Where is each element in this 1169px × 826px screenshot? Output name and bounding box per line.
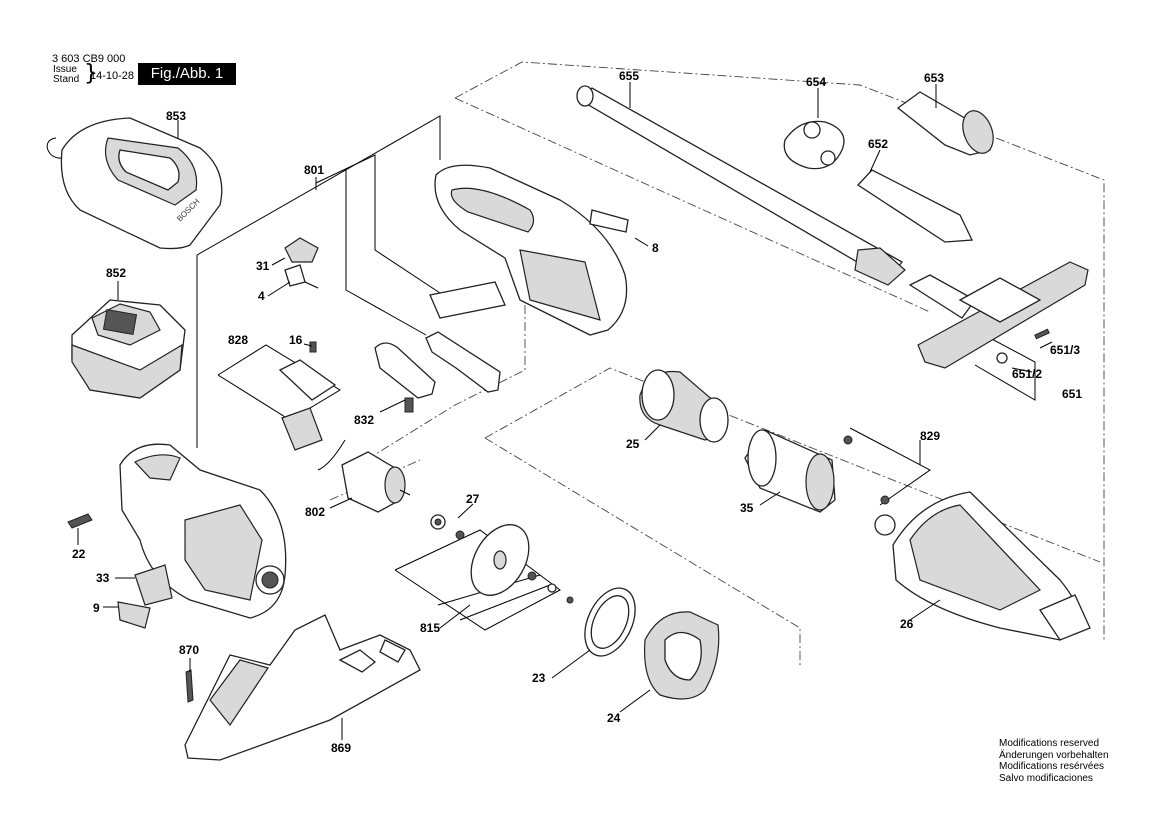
- stand-label: Stand: [53, 74, 80, 85]
- label-4: 4: [258, 289, 265, 303]
- brace-glyph: }: [84, 61, 98, 86]
- label-652: 652: [868, 137, 888, 151]
- stand-869: [184, 614, 421, 761]
- label-829: 829: [920, 429, 940, 443]
- charger-853: BOSCH: [46, 117, 223, 250]
- label-651-3: 651/3: [1050, 343, 1080, 357]
- motor-and-fan: [317, 439, 574, 604]
- footer-line-en: Modifications reserved: [999, 738, 1100, 749]
- part-labels: 853 852 801 31 4 828 16 832 8 655 654 65…: [72, 69, 1082, 755]
- label-655: 655: [619, 69, 639, 83]
- label-33: 33: [96, 571, 110, 585]
- label-651-2: 651/2: [1012, 367, 1042, 381]
- tube-and-nozzles: [576, 85, 1089, 369]
- label-828: 828: [228, 333, 248, 347]
- label-870: 870: [179, 643, 199, 657]
- housing-801: [425, 164, 629, 393]
- small-parts: [278, 237, 436, 451]
- label-24: 24: [607, 711, 621, 725]
- label-832: 832: [354, 413, 374, 427]
- label-9: 9: [93, 601, 100, 615]
- group-brackets: [196, 115, 1036, 631]
- leader-lines: [77, 82, 1053, 740]
- label-651: 651: [1062, 387, 1082, 401]
- label-31: 31: [256, 259, 270, 273]
- label-27: 27: [466, 492, 480, 506]
- handle-housing: [67, 443, 287, 629]
- label-815: 815: [420, 621, 440, 635]
- issue-date: 14-10-28: [90, 70, 135, 82]
- label-801: 801: [304, 163, 324, 177]
- modifications-notice: Modifications reserved Änderungen vorbeh…: [999, 738, 1109, 784]
- footer-line-es: Salvo modificaciones: [999, 772, 1093, 784]
- label-26: 26: [900, 617, 914, 631]
- label-852: 852: [106, 266, 126, 280]
- battery-852: [71, 299, 186, 399]
- label-654: 654: [806, 75, 826, 89]
- label-25: 25: [626, 437, 640, 451]
- label-8: 8: [652, 241, 659, 255]
- label-653: 653: [924, 71, 944, 85]
- label-853: 853: [166, 109, 186, 123]
- issue-label: Issue: [53, 64, 77, 75]
- seal-and-cover: [584, 587, 720, 700]
- label-16: 16: [289, 333, 303, 347]
- label-23: 23: [532, 671, 546, 685]
- figure-tag: Fig./Abb. 1: [138, 63, 236, 85]
- label-35: 35: [740, 501, 754, 515]
- document-number: 3 603 CB9 000: [52, 53, 126, 65]
- label-802: 802: [305, 505, 325, 519]
- label-22: 22: [72, 547, 86, 561]
- filter-parts: [639, 369, 1091, 641]
- footer-line-de: Änderungen vorbehalten: [999, 749, 1109, 761]
- label-869: 869: [331, 741, 351, 755]
- footer-line-fr: Modifications resérvées: [999, 761, 1105, 773]
